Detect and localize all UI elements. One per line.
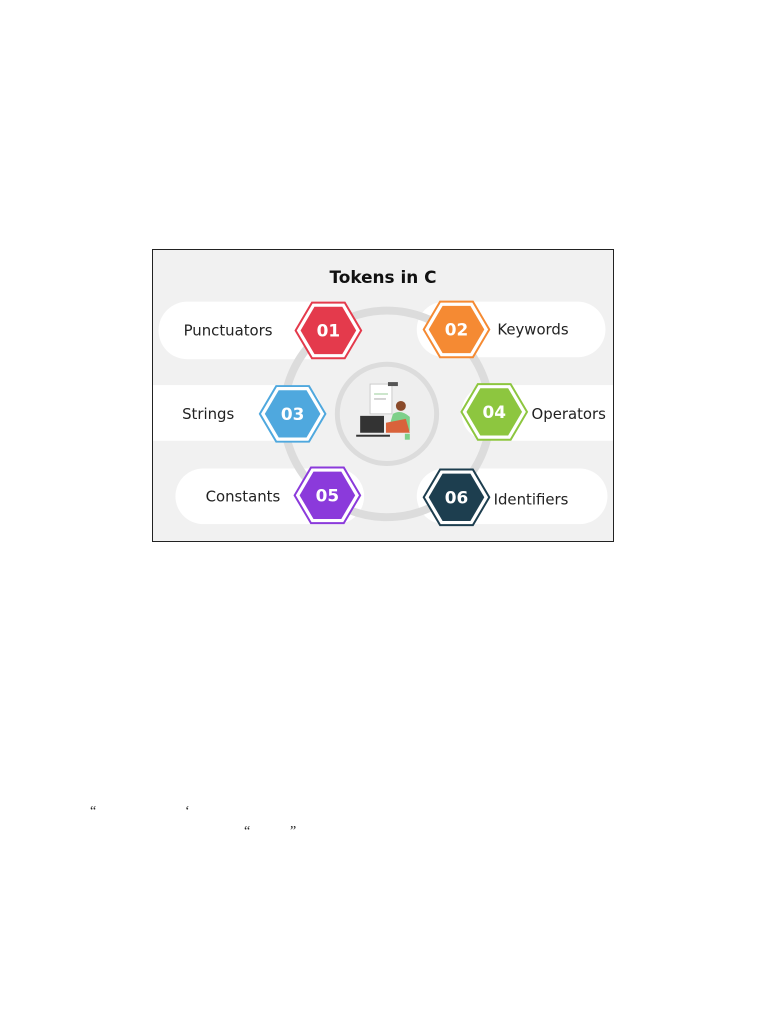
- token-label: Keywords: [497, 320, 569, 338]
- token-punctuators: 01 Punctuators: [184, 301, 363, 360]
- figure-title: Tokens in C: [329, 267, 436, 287]
- token-label: Strings: [182, 405, 234, 423]
- stray-quote-mark: ‘: [185, 804, 190, 819]
- hexagon-fill: [466, 388, 523, 436]
- hexagon-fill: [428, 473, 485, 521]
- hexagon-fill: [428, 305, 485, 354]
- token-number: 03: [281, 404, 304, 424]
- token-label: Identifiers: [494, 490, 569, 508]
- hexagon-fill: [300, 306, 357, 355]
- token-number: 06: [445, 487, 468, 507]
- hexagon-fill: [299, 471, 356, 519]
- token-keywords: 02 Keywords: [422, 300, 569, 359]
- tokens-in-c-figure: Tokens in C 01 Punctuators 02 Keywords 03 Str…: [152, 249, 614, 542]
- token-identifiers: 06 Identifiers: [422, 468, 569, 527]
- token-number: 05: [316, 485, 339, 505]
- token-number: 02: [445, 319, 468, 339]
- token-strings: 03 Strings: [182, 385, 327, 443]
- tokens-diagram: Tokens in C 01 Punctuators 02 Keywords 03 Str…: [153, 267, 613, 527]
- token-label: Operators: [532, 405, 607, 423]
- hexagon-fill: [264, 390, 321, 438]
- stray-quote-mark: “: [90, 804, 97, 819]
- stray-quote-mark: ”: [290, 824, 297, 839]
- token-label: Constants: [206, 487, 281, 505]
- token-constants: 05 Constants: [206, 466, 362, 525]
- person-at-computer-icon: [356, 382, 410, 440]
- token-operators: 04 Operators: [460, 383, 607, 441]
- token-number: 01: [317, 320, 340, 340]
- token-label: Punctuators: [184, 321, 273, 339]
- token-number: 04: [482, 402, 505, 422]
- stray-quote-mark: “: [244, 824, 251, 839]
